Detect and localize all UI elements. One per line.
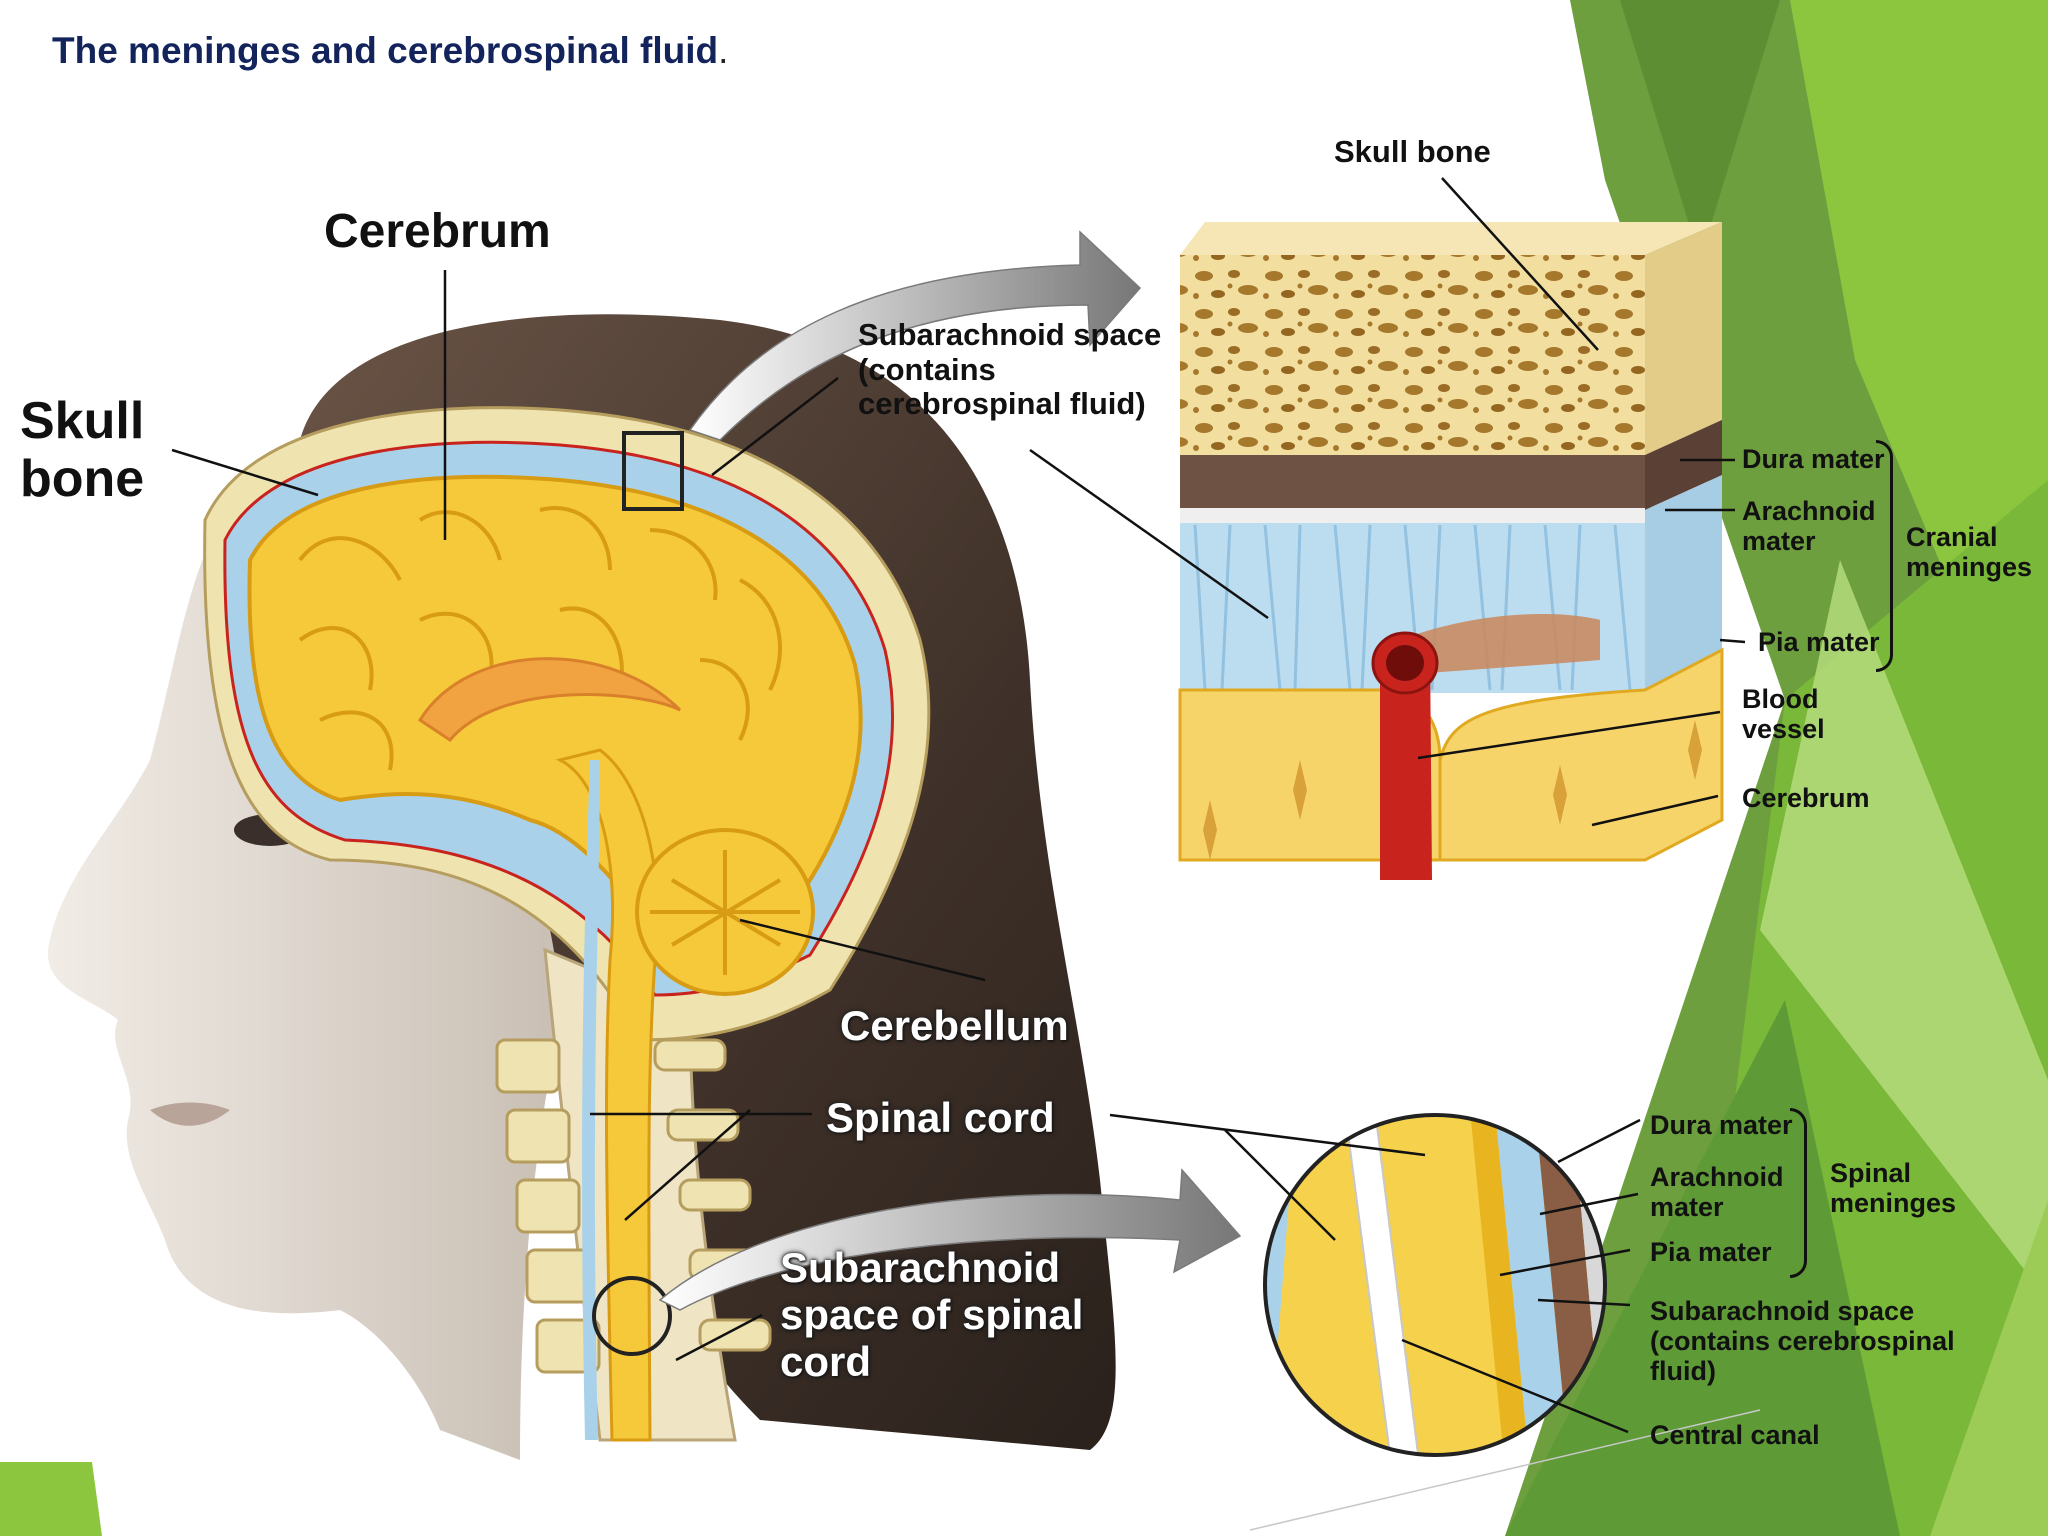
- page-title: The meninges and cerebrospinal fluid.: [52, 30, 729, 71]
- arrow-to-cranial-inset: [688, 230, 1142, 441]
- label-spinal-dura-mater: Dura mater: [1650, 1110, 1793, 1140]
- label-spinal-subarachnoid-space: Subarachnoid space (contains cerebrospin…: [1650, 1296, 1955, 1387]
- label-pia-mater: Pia mater: [1758, 627, 1880, 657]
- label-subarachnoid-space-spinal: Subarachnoid space of spinal cord: [780, 1244, 1084, 1386]
- leader-lines: [171, 177, 1746, 1434]
- spinal-brace: [1790, 1108, 1807, 1278]
- label-arachnoid-mater: Arachnoid mater: [1742, 496, 1876, 557]
- label-spinal-meninges: Spinal meninges: [1830, 1158, 1957, 1219]
- label-central-canal: Central canal: [1650, 1420, 1820, 1450]
- vertebrae: [495, 1038, 772, 1374]
- spinal-selection-circle: [592, 1276, 672, 1356]
- label-blood-vessel: Blood vessel: [1742, 684, 1825, 745]
- label-skull-bone: Skull bone: [20, 392, 145, 509]
- spinal-csf: [582, 760, 600, 1440]
- cranial-meninges-inset: [1178, 222, 1724, 880]
- cerebellum: [635, 828, 815, 996]
- label-cerebrum: Cerebrum: [324, 205, 551, 258]
- label-dura-mater: Dura mater: [1742, 444, 1885, 474]
- label-spinal-pia-mater: Pia mater: [1650, 1237, 1772, 1267]
- label-subarachnoid-space: Subarachnoid space (contains cerebrospin…: [858, 317, 1162, 422]
- lips: [150, 1102, 230, 1126]
- cranial-brace: [1876, 440, 1893, 672]
- corpus-callosum: [417, 657, 682, 742]
- label-inset-skull-bone: Skull bone: [1334, 134, 1491, 169]
- label-cranial-meninges: Cranial meninges: [1906, 522, 2033, 583]
- label-cerebellum: Cerebellum: [840, 1002, 1069, 1049]
- brain-gyri: [298, 506, 782, 771]
- label-spinal-arachnoid-mater: Arachnoid mater: [1650, 1162, 1784, 1223]
- label-spinal-cord: Spinal cord: [826, 1094, 1055, 1141]
- arrow-to-spinal-inset: [658, 1168, 1242, 1311]
- label-inset-cerebrum: Cerebrum: [1742, 783, 1870, 813]
- cranial-selection-box: [622, 431, 684, 511]
